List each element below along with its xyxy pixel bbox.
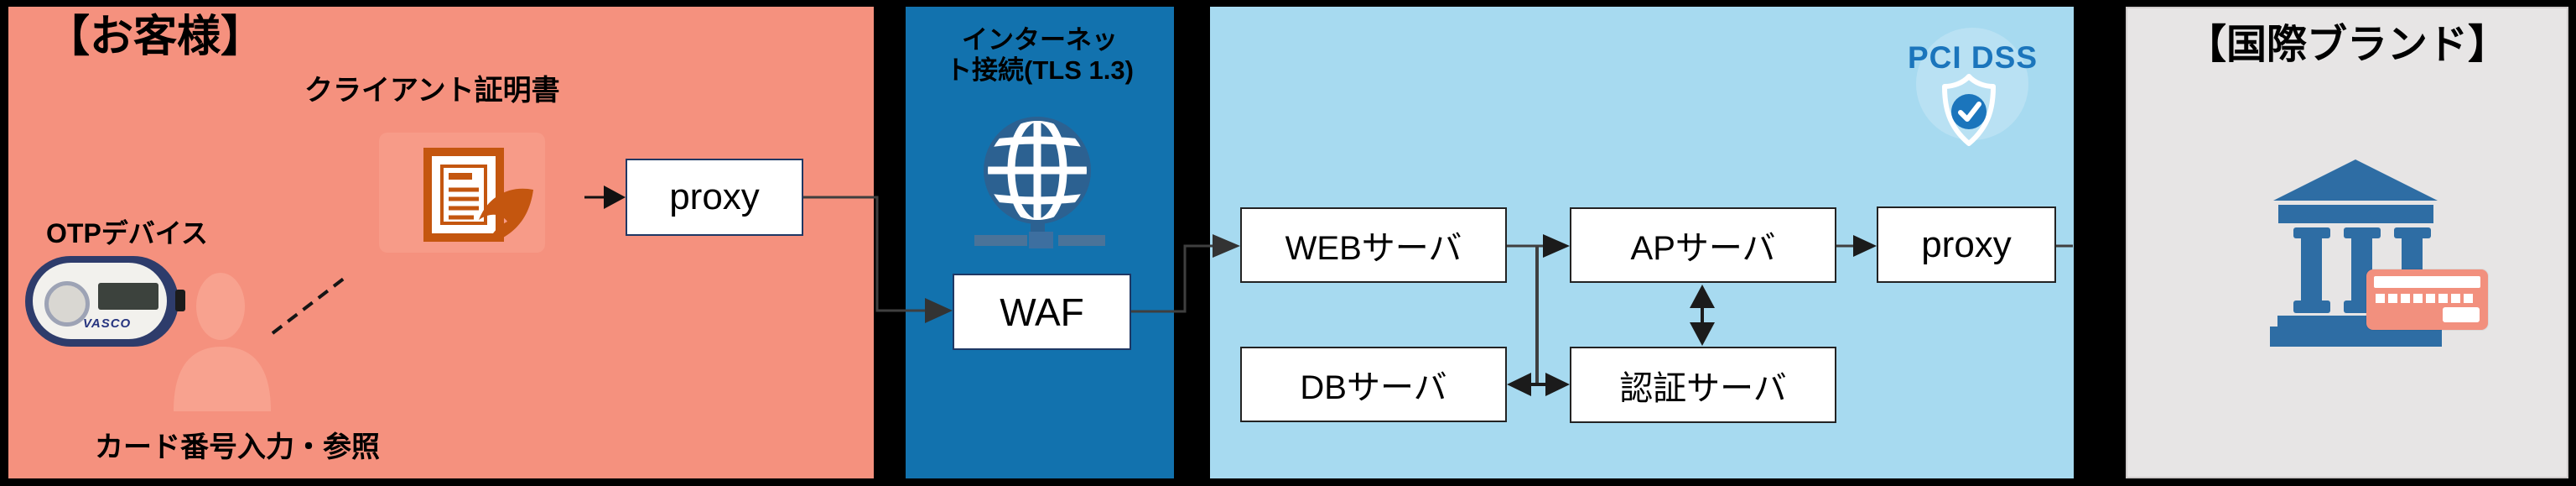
customer-panel-title: 【お客様】 (46, 13, 265, 61)
web-server-label: WEBサーバ (1285, 230, 1462, 267)
quill-icon (479, 188, 533, 242)
pci-proxy-node: proxy (1877, 206, 2056, 283)
auth-server-node: 認証サーバ (1570, 347, 1836, 423)
db-server-label: DBサーバ (1300, 369, 1447, 406)
internet-panel: インターネッ ト接続(TLS 1.3) WAF (906, 7, 1174, 478)
internet-title-line1: インターネッ (962, 25, 1118, 55)
otp-device-label: OTPデバイス (46, 218, 208, 248)
otp-device-display (98, 283, 158, 310)
globe-icon (974, 117, 1105, 248)
customer-proxy-label: proxy (669, 176, 760, 217)
credit-card-digits (2376, 294, 2473, 303)
person-silhouette-icon (174, 273, 271, 411)
auth-server-label: 認証サーバ (1619, 369, 1787, 407)
web-server-node: WEBサーバ (1240, 207, 1507, 283)
pci-proxy-label: proxy (1921, 223, 2012, 265)
pci-dss-shield-icon (1942, 74, 1996, 146)
otp-device-face: VASCO (33, 263, 167, 339)
db-server-node: DBサーバ (1240, 347, 1507, 422)
international-brand-panel: 【国際ブランド】 (2126, 7, 2568, 478)
credit-card-signature-box (2443, 307, 2480, 322)
ap-server-label: APサーバ (1630, 230, 1776, 267)
otp-device-button (44, 281, 90, 327)
client-certificate-icon (423, 148, 533, 242)
otp-device-brand-text: VASCO (83, 316, 132, 331)
customer-panel: 【お客様】 クライアント証明書 OTPデバイス VASCO (8, 7, 874, 478)
credit-card-icon (2366, 269, 2488, 330)
ap-server-node: APサーバ (1570, 207, 1836, 283)
card-number-note: カード番号入力・参照 (95, 431, 380, 463)
pci-dss-zone-panel: PCI DSS WEBサーバ APサーバ proxy DBサーバ 認証サーバ (1210, 7, 2074, 478)
internet-title-line2: ト接続(TLS 1.3) (946, 55, 1134, 85)
credit-card-stripe (2374, 276, 2480, 288)
pci-dss-badge-text: PCI DSS (1907, 40, 2038, 75)
waf-node: WAF (953, 274, 1131, 350)
customer-proxy-node: proxy (626, 159, 803, 236)
waf-label: WAF (1000, 290, 1084, 334)
brand-panel-title: 【国際ブランド】 (2185, 23, 2508, 67)
otp-device-image: VASCO (25, 256, 185, 347)
otp-device-connector (175, 290, 185, 311)
client-certificate-label: クライアント証明書 (304, 75, 560, 107)
